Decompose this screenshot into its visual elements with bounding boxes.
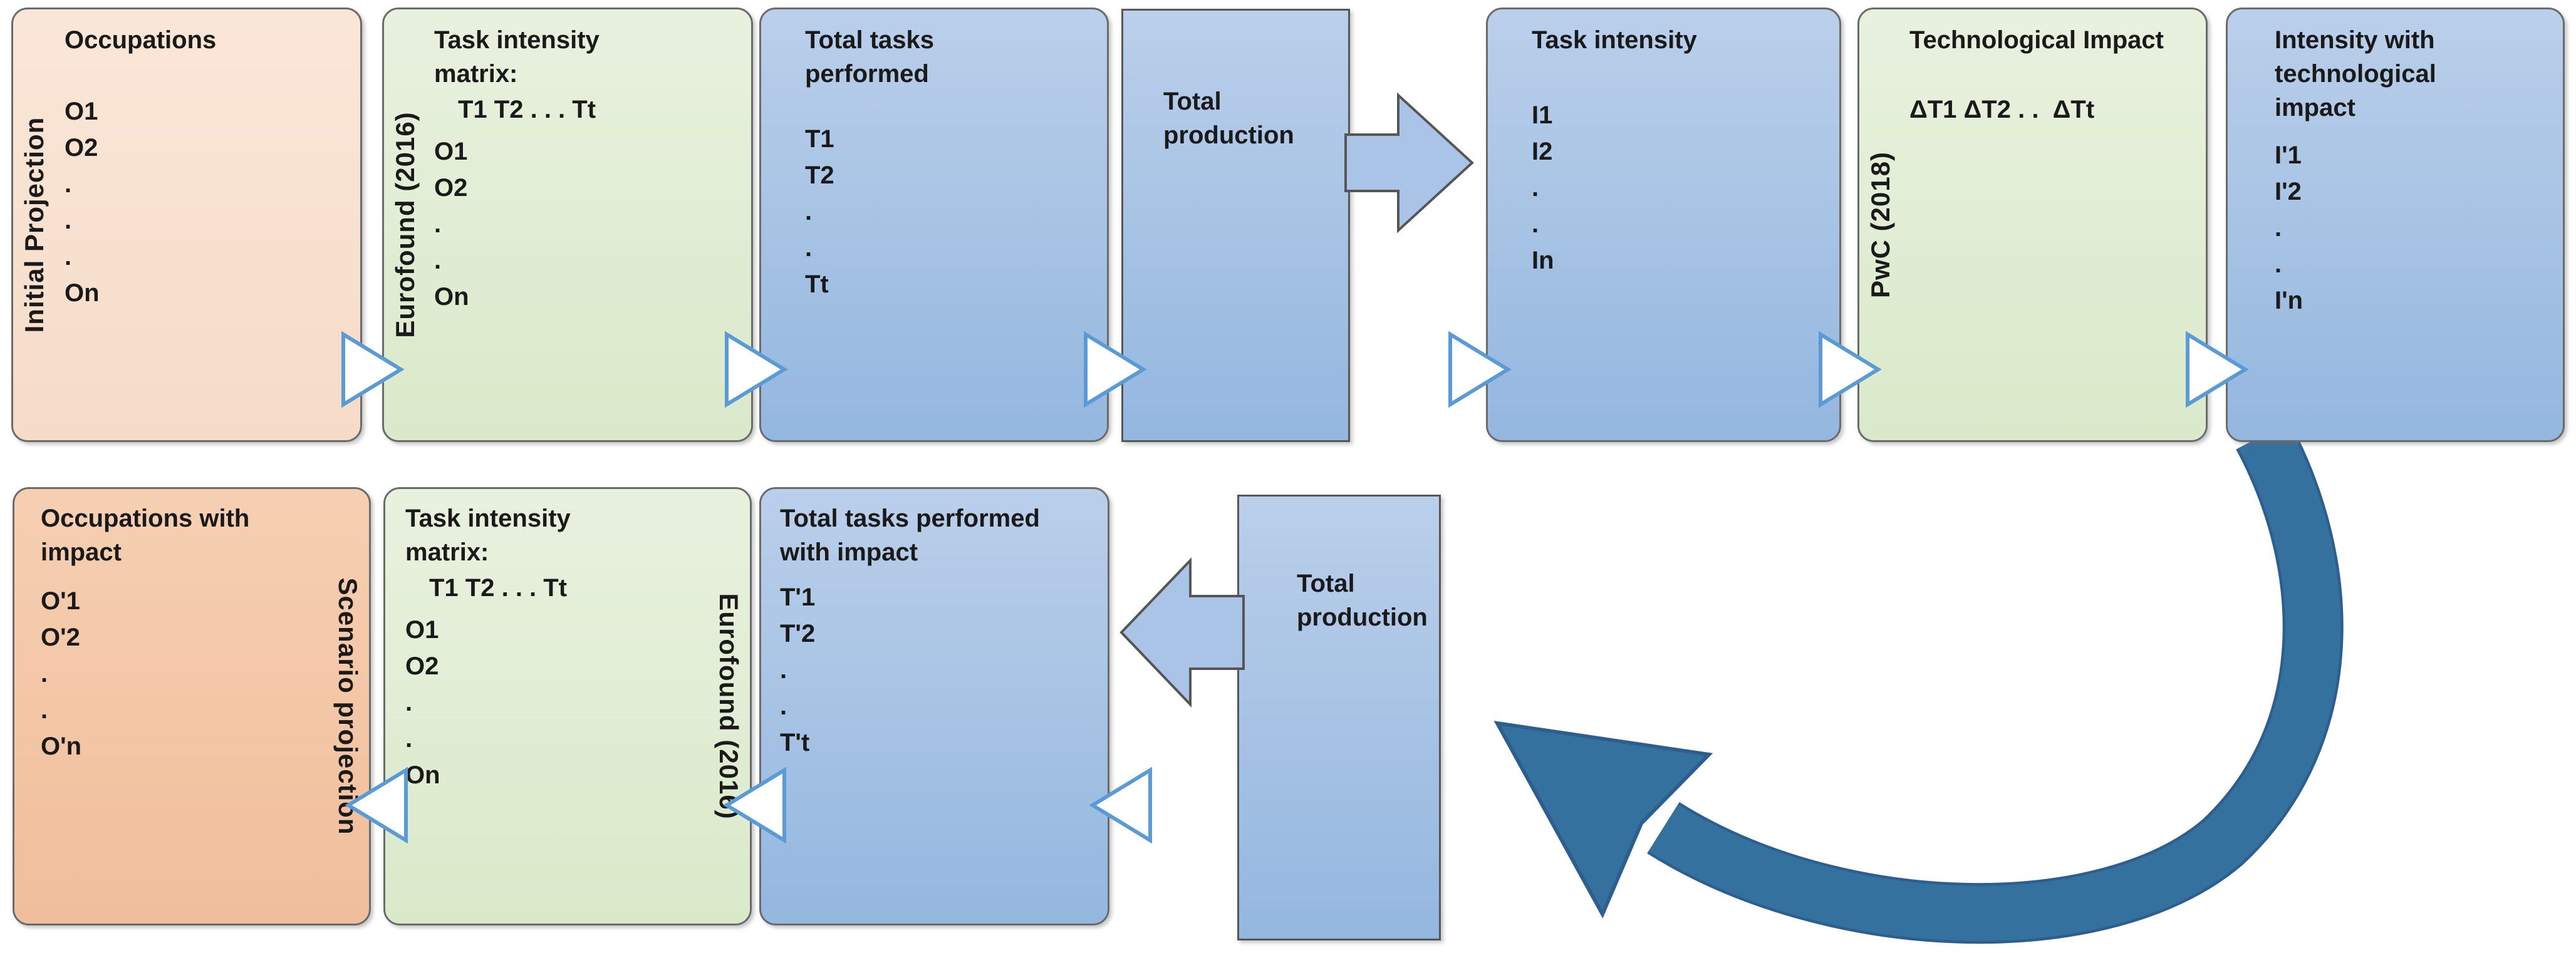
node-technological-impact: PwC (2018) Technological Impact ΔT1 ΔT2 … xyxy=(1857,8,2208,442)
matrix-header: T1 T2 . . . Tt xyxy=(458,96,596,123)
node-occupations-with-impact: Scenario projection Occupations with imp… xyxy=(13,487,371,925)
curved-arrow-head-icon xyxy=(1493,721,1713,919)
list-item: . xyxy=(41,660,48,688)
list-item: On xyxy=(65,279,100,307)
list-item: I'n xyxy=(2275,287,2303,314)
delta-formula: ΔT1 ΔT2 . . ΔTt xyxy=(1909,96,2095,123)
node-task-intensity-matrix-bottom: Eurofound (2016) Task intensity matrix: … xyxy=(383,487,752,925)
side-label-eurofound-2016: Eurofound (2016) xyxy=(390,111,420,338)
node-title: Total production xyxy=(1163,88,1294,149)
list-item: T'1 xyxy=(780,584,816,611)
list-item: T't xyxy=(780,729,810,756)
node-title: Total tasks performed xyxy=(805,26,934,88)
list-item: . xyxy=(805,234,813,262)
node-title: Task intensity matrix: xyxy=(405,505,571,566)
list-item: In xyxy=(1532,247,1554,274)
list-item: I2 xyxy=(1532,138,1553,165)
list-item: O1 xyxy=(434,138,468,165)
list-item: I'2 xyxy=(2275,178,2302,205)
block-arrow-right-icon xyxy=(1344,92,1474,234)
node-title: Total tasks performed with impact xyxy=(780,505,1040,566)
list-item: On xyxy=(405,761,440,789)
node-title: Occupations with impact xyxy=(41,505,250,566)
node-title: Total production xyxy=(1297,570,1428,631)
side-label-initial-projection: Initial Projection xyxy=(19,116,49,333)
list-item: O2 xyxy=(65,134,98,162)
list-item: O2 xyxy=(405,652,439,680)
node-title: Occupations xyxy=(65,26,217,54)
list-item: T1 xyxy=(805,125,834,153)
curved-arrow-outline xyxy=(1647,421,2344,944)
list-item: . xyxy=(434,210,442,238)
list-item: . xyxy=(65,170,72,198)
list-item: . xyxy=(780,693,787,720)
list-item: O'2 xyxy=(41,624,80,651)
list-item: . xyxy=(65,243,72,270)
node-total-production-top: Total production xyxy=(1121,9,1350,442)
list-item: T'2 xyxy=(780,620,816,647)
curved-arrow-tail xyxy=(1648,422,2341,941)
list-item: . xyxy=(780,656,787,684)
node-title: Intensity with technological impact xyxy=(2275,26,2436,121)
list-item: O'1 xyxy=(41,587,80,615)
list-item: . xyxy=(434,247,442,274)
node-title: Task intensity matrix: xyxy=(434,26,600,88)
matrix-header: T1 T2 . . . Tt xyxy=(429,574,568,602)
list-item: . xyxy=(2275,214,2282,242)
node-title: Technological Impact xyxy=(1909,26,2164,54)
list-item: I1 xyxy=(1532,101,1553,129)
node-title: Task intensity xyxy=(1532,26,1697,54)
list-item: . xyxy=(1532,210,1539,238)
list-item: O1 xyxy=(65,98,98,125)
list-item: O'n xyxy=(41,733,82,760)
list-item: On xyxy=(434,283,469,311)
list-item: . xyxy=(405,689,413,716)
node-total-production-bottom: Total production xyxy=(1237,495,1441,940)
list-item: . xyxy=(2275,250,2282,278)
node-task-intensity-matrix-top: Eurofound (2016) Task intensity matrix: … xyxy=(382,8,753,442)
list-item: I'1 xyxy=(2275,142,2302,169)
block-arrow-left-icon xyxy=(1119,557,1245,708)
list-item: . xyxy=(65,207,72,234)
list-item: . xyxy=(805,198,813,225)
list-item: . xyxy=(1532,174,1539,202)
list-item: . xyxy=(405,725,413,753)
list-item: . xyxy=(41,696,48,724)
list-item: O2 xyxy=(434,174,468,202)
side-label-pwc-2018: PwC (2018) xyxy=(1866,151,1895,299)
list-item: T2 xyxy=(805,162,834,189)
list-item: Tt xyxy=(805,270,829,298)
list-item: O1 xyxy=(405,616,439,644)
